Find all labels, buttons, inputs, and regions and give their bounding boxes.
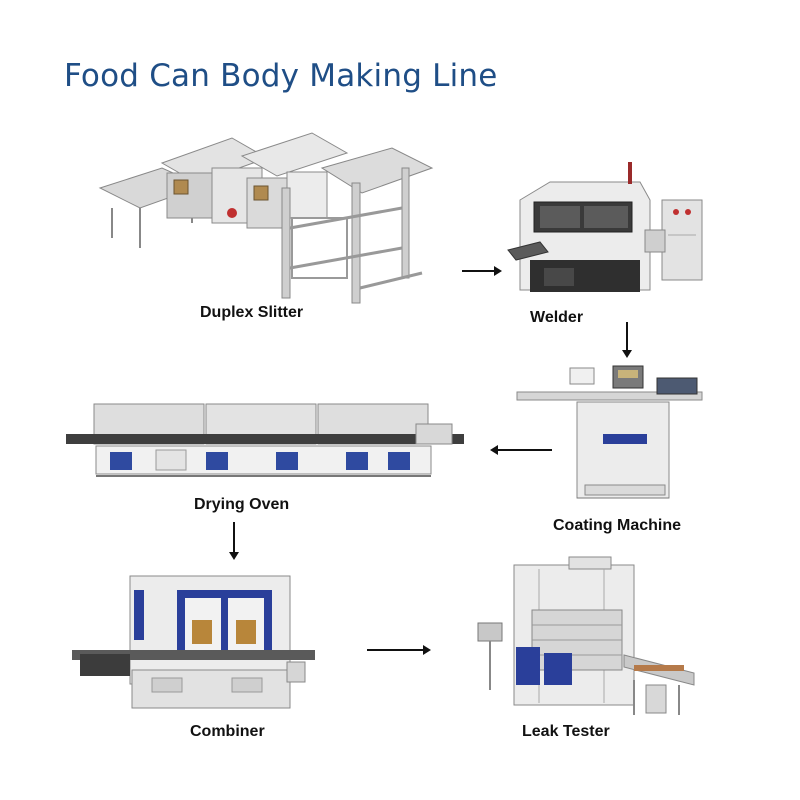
duplex-slitter-image [92,128,437,308]
combiner-image [72,570,317,715]
coating-machine-label: Coating Machine [553,517,682,534]
diagram-title: Food Can Body Making Line [64,58,498,94]
arrow-slitter-to-welder [462,266,502,276]
coating-machine-image [515,360,705,510]
arrow-coating-to-oven [490,445,552,455]
drying-oven-image [66,398,466,483]
drying-oven-label: Drying Oven [194,496,290,513]
arrow-combiner-to-leak-tester [367,645,431,655]
leak-tester-image [474,555,699,720]
arrow-welder-to-coating [622,322,632,358]
welder-label: Welder [530,309,584,326]
arrow-oven-to-combiner [229,522,239,560]
combiner-label: Combiner [190,723,265,740]
duplex-slitter-label: Duplex Slitter [200,304,304,321]
welder-image [500,160,705,310]
leak-tester-label: Leak Tester [522,723,610,740]
